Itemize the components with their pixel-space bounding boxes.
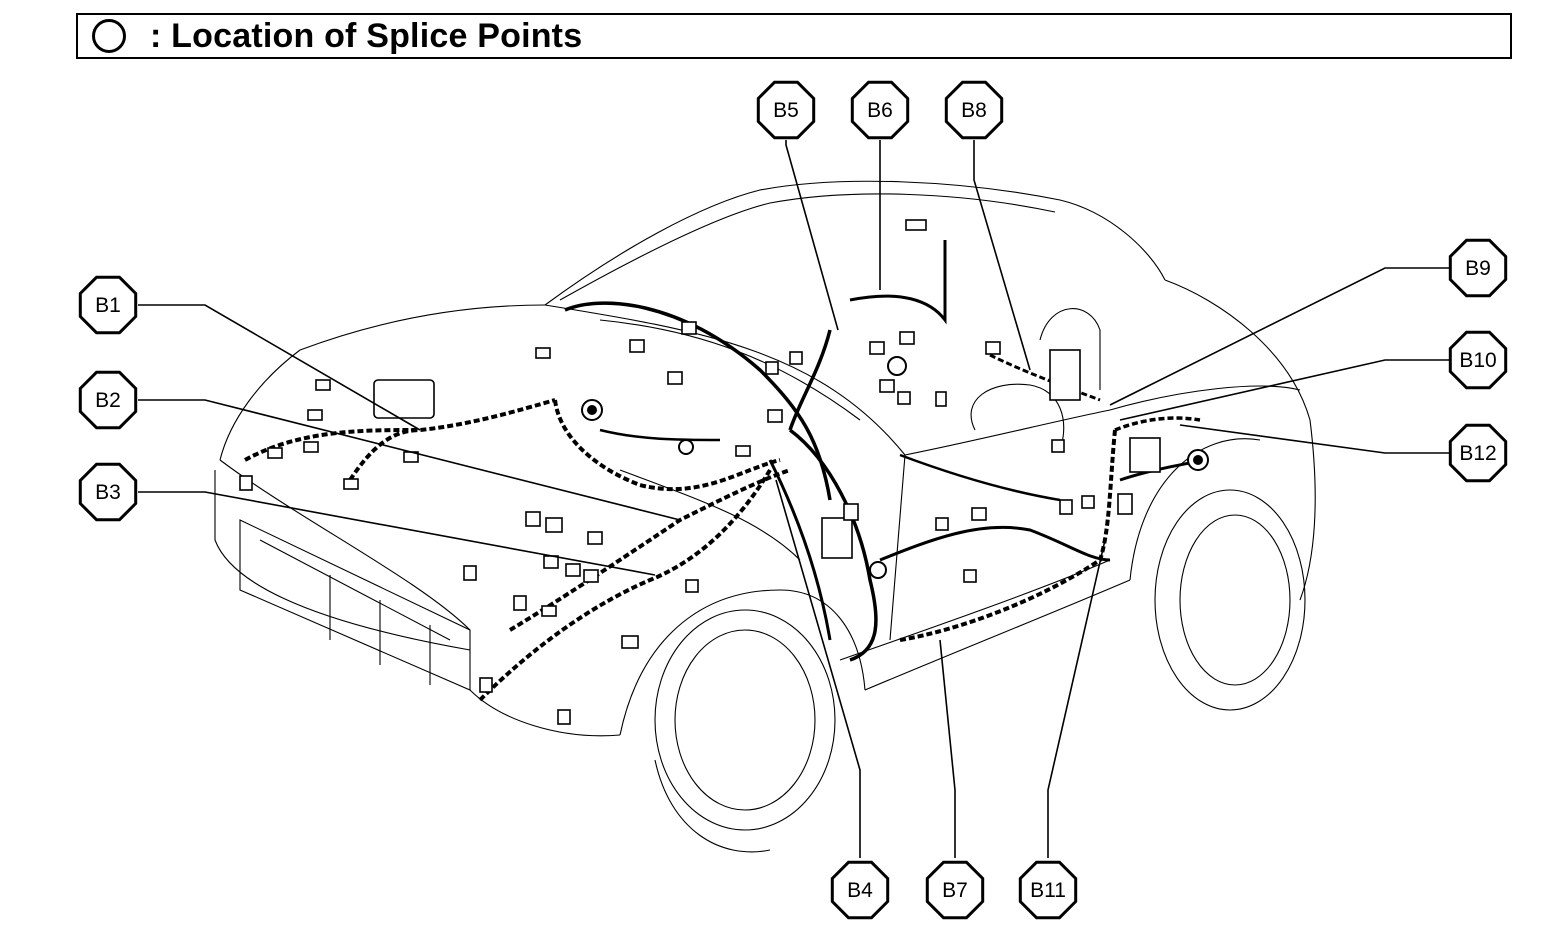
callout-octagon-icon <box>78 275 138 335</box>
callout-b1: B1 <box>78 275 138 335</box>
connectors <box>239 219 1161 725</box>
callout-octagon-icon <box>925 860 985 920</box>
callout-b10: B10 <box>1448 330 1508 390</box>
leader-b1 <box>138 304 421 431</box>
callout-b6: B6 <box>850 80 910 140</box>
callout-label: B9 <box>1465 257 1491 280</box>
wire-harness <box>244 240 1206 702</box>
callout-label: B7 <box>942 879 968 902</box>
leader-b4 <box>775 479 861 858</box>
callout-octagon-icon <box>1448 423 1508 483</box>
leader-b9 <box>1109 267 1450 406</box>
callout-b3: B3 <box>78 462 138 522</box>
page-title: : Location of Splice Points <box>150 16 583 55</box>
callout-octagon-icon <box>1018 860 1078 920</box>
leader-b12 <box>1179 424 1450 454</box>
callout-label: B1 <box>95 294 121 317</box>
callout-b8: B8 <box>944 80 1004 140</box>
callout-b12: B12 <box>1448 423 1508 483</box>
leader-b10 <box>1119 359 1450 421</box>
callout-octagon-icon <box>1448 238 1508 298</box>
leader-b5 <box>785 140 839 331</box>
splice-point-symbol-icon <box>92 19 126 53</box>
grommets <box>581 356 1209 579</box>
callout-b11: B11 <box>1018 860 1078 920</box>
callout-b7: B7 <box>925 860 985 920</box>
callout-octagon-icon <box>944 80 1004 140</box>
callout-octagon-icon <box>756 80 816 140</box>
leader-b3 <box>138 491 656 576</box>
leader-b2 <box>138 399 681 521</box>
leader-b11 <box>1047 539 1106 858</box>
car-body <box>214 180 1316 853</box>
callout-b2: B2 <box>78 370 138 430</box>
callout-label: B11 <box>1030 879 1066 902</box>
callout-octagon-icon <box>1448 330 1508 390</box>
callout-label: B4 <box>847 879 873 902</box>
callout-label: B10 <box>1459 349 1496 372</box>
leader-b7 <box>939 639 956 858</box>
leader-b8 <box>973 140 1031 371</box>
callout-label: B5 <box>773 99 799 122</box>
callout-label: B12 <box>1459 442 1496 465</box>
callout-label: B3 <box>95 481 121 504</box>
callout-label: B2 <box>95 389 121 412</box>
callout-octagon-icon <box>830 860 890 920</box>
callout-octagon-icon <box>850 80 910 140</box>
callout-octagon-icon <box>78 370 138 430</box>
callout-b4: B4 <box>830 860 890 920</box>
callout-label: B8 <box>961 99 987 122</box>
leader-lines <box>138 140 1450 858</box>
callout-b5: B5 <box>756 80 816 140</box>
legend-header: : Location of Splice Points <box>76 13 1512 59</box>
callout-b9: B9 <box>1448 238 1508 298</box>
callout-octagon-icon <box>78 462 138 522</box>
callout-label: B6 <box>867 99 893 122</box>
